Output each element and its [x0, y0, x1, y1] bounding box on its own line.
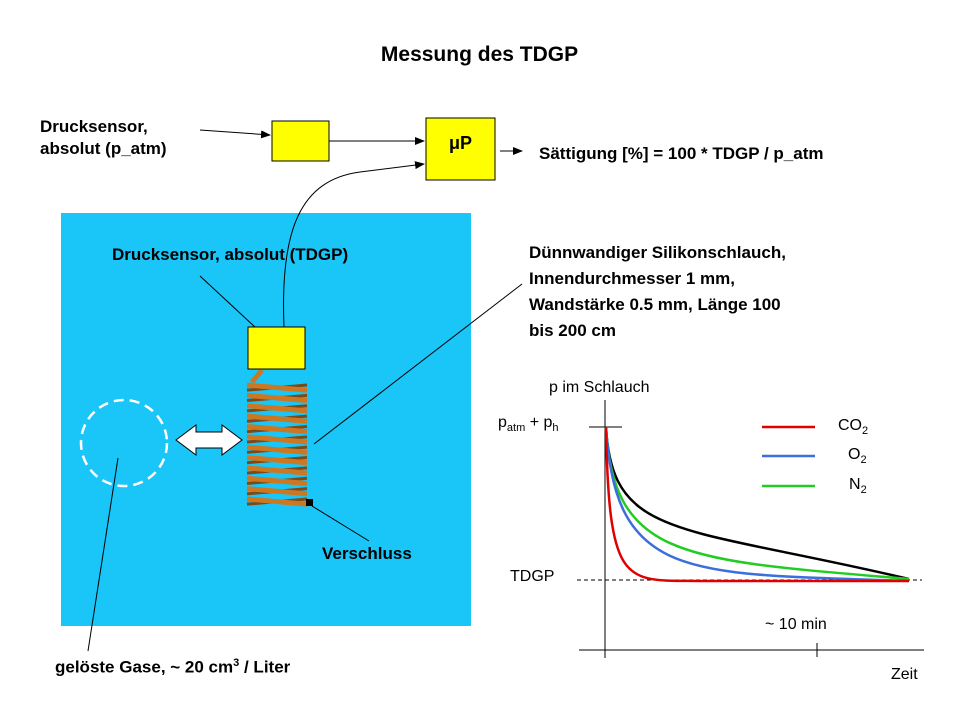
- curve-co2: [604, 426, 909, 583]
- sensor-atm-line1: Drucksensor,: [40, 117, 148, 136]
- tube-line1: Dünnwandiger Silikonschlauch,: [529, 243, 786, 262]
- legend-label-o2: O2: [848, 446, 867, 466]
- closure-label: Verschluss: [322, 544, 412, 563]
- coil-winding: [246, 465, 308, 476]
- curve-total: [604, 426, 910, 581]
- start-label-h: h: [552, 422, 559, 435]
- gas-bubble: [79, 398, 169, 488]
- coil-winding: [246, 413, 308, 424]
- legend-o2-name: O: [848, 446, 861, 463]
- diffusion-double-arrow: [175, 424, 243, 456]
- coil-winding: [246, 455, 308, 466]
- tube-line4: bis 200 cm: [529, 321, 616, 340]
- coil-winding: [246, 444, 308, 455]
- sensor-atm-line2: absolut (p_atm): [40, 139, 167, 158]
- plot-xlabel: Zeit: [891, 666, 918, 683]
- start-label-plus: + p: [525, 414, 553, 431]
- legend-co2-sub: 2: [862, 425, 869, 438]
- coil-winding: [246, 496, 308, 507]
- sensor-atm-arrow: [199, 129, 271, 139]
- plot-start-label: patm + ph: [498, 414, 559, 434]
- tube-label: Dünnwandiger Silikonschlauch, Innendurch…: [529, 240, 786, 344]
- microprocessor-box: [425, 117, 496, 181]
- microprocessor-label: μP: [448, 133, 473, 153]
- saturation-formula: Sättigung [%] = 100 * TDGP / p_atm: [539, 144, 824, 163]
- tdgp-to-up-curve: [283, 161, 425, 328]
- legend-o2-sub: 2: [860, 454, 867, 467]
- coil-winding: [246, 392, 308, 404]
- tube-label-pointer: [313, 283, 523, 445]
- plot-ylabel: p im Schlauch: [549, 379, 650, 396]
- coil-winding: [246, 434, 308, 445]
- dissolved-gases-sup: 3: [233, 657, 240, 669]
- legend-label-n2: N2: [849, 476, 867, 496]
- gas-pointer: [87, 457, 119, 652]
- coil-winding: [246, 403, 308, 414]
- closure-cap: [306, 499, 313, 506]
- sensor-atm-label: Drucksensor, absolut (p_atm): [40, 116, 167, 160]
- dissolved-gases-suffix: / Liter: [239, 657, 291, 677]
- coil-winding: [246, 475, 308, 486]
- sensor-tdgp-box: [247, 326, 306, 370]
- sensor-atm-box: [271, 120, 330, 162]
- curve-o2: [604, 426, 910, 583]
- tube-line2: Innendurchmesser 1 mm,: [529, 269, 735, 288]
- legend-n2-name: N: [849, 476, 861, 493]
- coil-winding: [246, 486, 308, 497]
- plot-time-annotation: ~ 10 min: [765, 616, 827, 633]
- closure-pointer: [311, 505, 370, 542]
- legend-n2-sub: 2: [860, 484, 867, 497]
- legend-label-co2: CO2: [838, 417, 868, 437]
- coil-winding: [246, 423, 308, 435]
- plot-tdgp-label: TDGP: [510, 568, 555, 585]
- tube-line3: Wandstärke 0.5 mm, Länge 100: [529, 295, 781, 314]
- legend-co2-name: CO: [838, 417, 862, 434]
- dissolved-gases-text: gelöste Gase, ~ 20 cm: [55, 657, 234, 677]
- start-label-atm: atm: [506, 422, 526, 435]
- coil-winding: [246, 382, 308, 393]
- pressure-plot: [577, 400, 924, 658]
- sensor-tdgp-label: Drucksensor, absolut (TDGP): [112, 245, 349, 264]
- page-title: Messung des TDGP: [380, 43, 579, 66]
- start-label-p: p: [498, 414, 507, 431]
- dissolved-gases-label: gelöste Gase, ~ 20 cm3 / Liter: [55, 652, 290, 679]
- silicone-tube-coil: [246, 368, 308, 507]
